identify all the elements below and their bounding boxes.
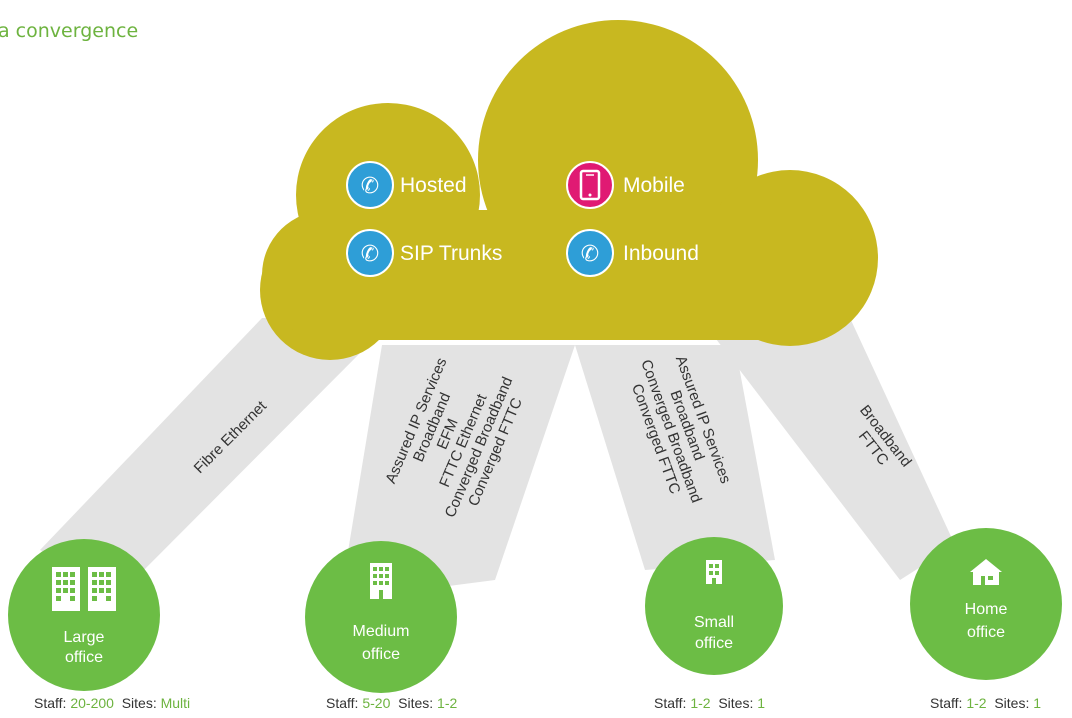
office-medium: Medium office (305, 541, 457, 693)
office-name-line1: Medium (353, 623, 410, 640)
service-label-mobile: Mobile (623, 174, 685, 197)
office-name-line1: Large (64, 629, 105, 646)
staff-label: Staff: (34, 695, 67, 711)
phone-icon: ✆ (361, 174, 379, 199)
office-circle (645, 537, 783, 675)
staff-label: Staff: (654, 695, 687, 711)
office-circle (910, 528, 1062, 680)
phone-icon: ✆ (361, 242, 379, 267)
service-sip-trunks: ✆ SIP Trunks (346, 229, 502, 277)
sites-value: 1 (1033, 695, 1042, 711)
office-large: Large office (8, 539, 160, 691)
office-name-line2: office (967, 624, 1005, 641)
office-name-line2: office (65, 649, 103, 666)
office-name-line1: Small (694, 614, 734, 631)
house-icon (970, 559, 1002, 585)
service-inbound-icon-bg (566, 229, 614, 277)
small-building-icon (706, 560, 722, 584)
office-name-line1: Home (965, 601, 1008, 618)
staff-value: 5-20 (362, 695, 391, 711)
office-small: Small office (645, 537, 783, 675)
sites-value: Multi (160, 695, 191, 711)
office-stats-small: Staff: 1-2 Sites: 1 (654, 695, 765, 711)
service-sip-icon-bg (346, 229, 394, 277)
staff-value: 1-2 (690, 695, 711, 711)
sites-value: 1-2 (437, 695, 458, 711)
sites-label: Sites: (994, 695, 1030, 711)
beam-small-office (575, 345, 775, 570)
staff-value: 20-200 (70, 695, 114, 711)
cloud (260, 20, 878, 360)
office-building-icon (370, 563, 392, 599)
sites-label: Sites: (398, 695, 434, 711)
office-name-line2: office (362, 646, 400, 663)
service-hosted: ✆ Hosted (346, 161, 467, 209)
page-title: a convergence (0, 20, 139, 42)
sites-value: 1 (757, 695, 766, 711)
mobile-phone-icon (579, 169, 601, 201)
service-label-hosted: Hosted (400, 174, 467, 197)
beam-medium-office (340, 345, 575, 600)
office-name-line2: office (695, 635, 733, 652)
office-stats-medium: Staff: 5-20 Sites: 1-2 (326, 695, 457, 711)
staff-value: 1-2 (966, 695, 987, 711)
sites-label: Sites: (718, 695, 754, 711)
office-home: Home office (910, 528, 1062, 680)
service-inbound: ✆ Inbound (566, 229, 699, 277)
office-stats-large: Staff: 20-200 Sites: Multi (34, 695, 190, 711)
service-hosted-icon-bg (346, 161, 394, 209)
staff-label: Staff: (326, 695, 359, 711)
staff-label: Staff: (930, 695, 963, 711)
service-label-inbound: Inbound (623, 242, 699, 265)
phone-icon: ✆ (581, 242, 599, 267)
office-circle (8, 539, 160, 691)
office-stats-home: Staff: 1-2 Sites: 1 (930, 695, 1041, 711)
office-buildings-icon (52, 567, 116, 611)
service-mobile-icon-bg (566, 161, 614, 209)
service-mobile: Mobile (566, 161, 685, 209)
office-circle (305, 541, 457, 693)
beam-home-office (700, 318, 955, 580)
beam-large-office (40, 318, 395, 590)
connection-beams (40, 318, 955, 600)
sites-label: Sites: (121, 695, 157, 711)
service-label-sip-trunks: SIP Trunks (400, 242, 502, 265)
